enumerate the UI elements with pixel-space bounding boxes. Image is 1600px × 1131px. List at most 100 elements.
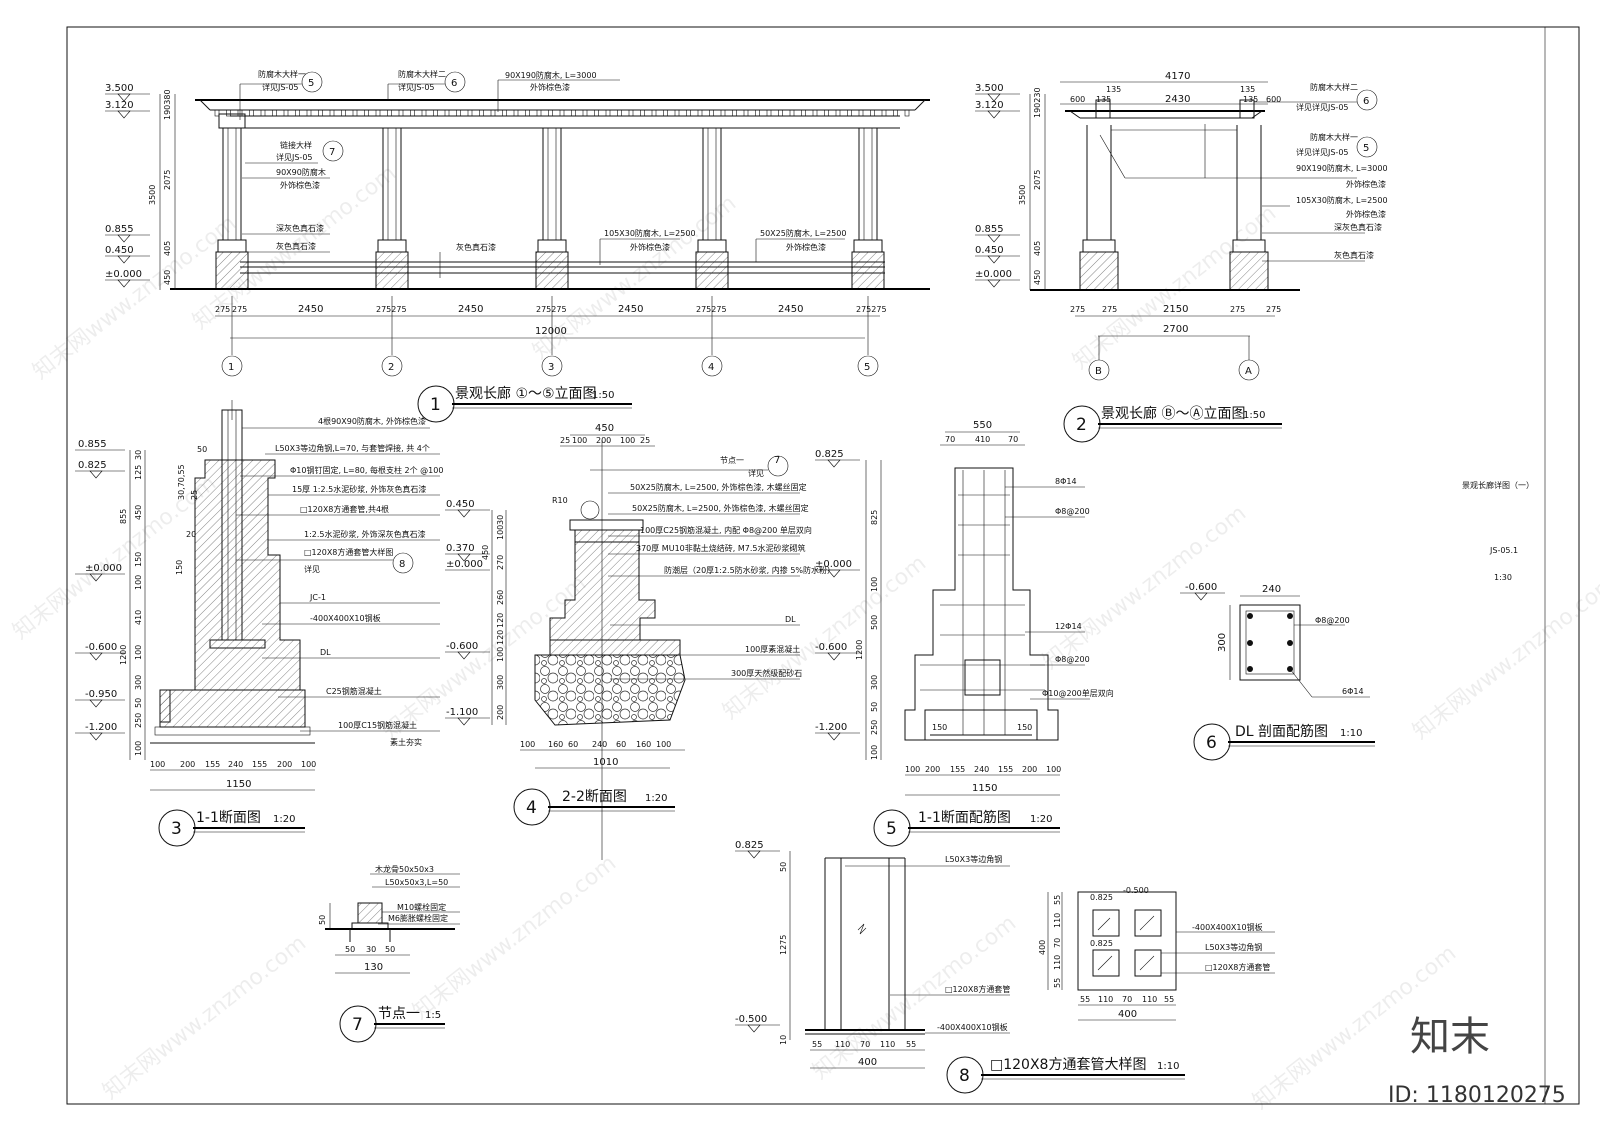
sec4-notes: 节点一 详见 7 50X25防腐木, L=2500, 外饰棕色漆, 木螺丝固定 … (590, 455, 835, 680)
svg-text:450: 450 (481, 545, 490, 560)
svg-text:130: 130 (364, 962, 383, 973)
svg-text:0.450: 0.450 (446, 499, 475, 510)
svg-text:□120X8方通套管,共4根: □120X8方通套管,共4根 (300, 504, 389, 514)
svg-text:105X30防腐木, L=2500: 105X30防腐木, L=2500 (1296, 195, 1388, 205)
svg-text:JC-1: JC-1 (309, 593, 326, 602)
view-7-node: 木龙骨50x50x3 L50x50x3,L=50 M10螺栓固定 M6膨胀螺栓固… (318, 864, 460, 1043)
svg-text:L50X3等边角钢: L50X3等边角钢 (945, 854, 1002, 864)
svg-text:□120X8方通套管: □120X8方通套管 (945, 984, 1010, 994)
rafter-end (479, 109, 484, 117)
svg-text:70: 70 (1008, 435, 1018, 444)
svg-text:3: 3 (171, 819, 182, 839)
svg-text:100: 100 (905, 765, 920, 774)
svg-text:外饰棕色漆: 外饰棕色漆 (1346, 179, 1386, 189)
svg-text:详见JS-05: 详见JS-05 (398, 82, 435, 92)
rafter-end (904, 109, 910, 117)
svg-text:405: 405 (1033, 241, 1042, 256)
view-1-elevation: 3.500 3.120 0.855 0.450 ±0.000 190380 20… (105, 69, 930, 423)
svg-text:400: 400 (1038, 940, 1047, 955)
svg-text:-0.600: -0.600 (815, 642, 847, 653)
svg-text:300厚天然级配砂石: 300厚天然级配砂石 (731, 668, 802, 678)
svg-text:50X25防腐木, L=2500: 50X25防腐木, L=2500 (760, 228, 846, 238)
rafter-end (249, 109, 254, 117)
rafter-end (548, 109, 553, 117)
sheet-title: 景观长廊详图（一） (1462, 480, 1534, 490)
svg-text:6: 6 (451, 78, 457, 89)
rafter-end (709, 109, 714, 117)
svg-text:200: 200 (180, 760, 195, 769)
svg-text:50: 50 (870, 702, 879, 712)
svg-text:110: 110 (880, 1040, 895, 1049)
rafter-end (398, 109, 404, 117)
axis-bubble-b (1088, 359, 1110, 381)
svg-text:120: 120 (496, 613, 505, 628)
svg-text:-0.950: -0.950 (85, 689, 117, 700)
posts (215, 128, 885, 290)
svg-text:2700: 2700 (1163, 324, 1188, 335)
svg-text:100: 100 (870, 577, 879, 592)
svg-text:200: 200 (496, 705, 505, 720)
rafter-end (214, 109, 220, 117)
svg-text:100: 100 (134, 741, 143, 756)
svg-text:160: 160 (548, 740, 563, 749)
svg-text:3500: 3500 (1018, 185, 1027, 205)
svg-text:70: 70 (1122, 995, 1132, 1004)
svg-text:知末网www.znzmo.com: 知末网www.znzmo.com (718, 551, 931, 725)
rafter-end (617, 109, 622, 117)
svg-text:3.500: 3.500 (975, 83, 1004, 94)
svg-text:855: 855 (119, 509, 128, 524)
rafter-end (433, 109, 438, 117)
svg-text:825: 825 (870, 510, 879, 525)
svg-text:50X25防腐木, L=2500, 外饰棕色漆, 木螺丝固定: 50X25防腐木, L=2500, 外饰棕色漆, 木螺丝固定 (632, 503, 809, 513)
svg-text:木龙骨50x50x3: 木龙骨50x50x3 (375, 864, 434, 874)
svg-text:6Φ14: 6Φ14 (1342, 687, 1364, 696)
svg-text:105X30防腐木, L=2500: 105X30防腐木, L=2500 (604, 228, 696, 238)
svg-text:1:5: 1:5 (425, 1010, 441, 1021)
svg-text:3.120: 3.120 (105, 100, 134, 111)
svg-text:25: 25 (190, 490, 199, 500)
svg-text:0.825: 0.825 (1090, 893, 1113, 902)
view-4-section: 450 25 100 200 100 25 0.450 0.370 ±0.000… (445, 423, 835, 860)
elev2-levels: 3.500 3.120 0.855 0.450 ±0.000 (975, 83, 1020, 288)
rafter-end (513, 109, 519, 117)
svg-text:200: 200 (596, 436, 611, 445)
svg-text:1:2.5水泥砂浆, 外饰深灰色真石漆: 1:2.5水泥砂浆, 外饰深灰色真石漆 (304, 529, 426, 539)
svg-text:防腐木大样二: 防腐木大样二 (1310, 82, 1358, 92)
axis-label: 5 (864, 362, 870, 373)
svg-text:景观长廊 ①～⑤立面图: 景观长廊 ①～⑤立面图 (455, 385, 597, 402)
svg-text:1200: 1200 (855, 640, 864, 660)
svg-text:3500: 3500 (148, 185, 157, 205)
svg-text:200: 200 (1022, 765, 1037, 774)
svg-text:详见详见JS-05: 详见详见JS-05 (1296, 147, 1349, 157)
svg-text:0.370: 0.370 (446, 543, 475, 554)
rafter-end (881, 109, 887, 117)
svg-text:0.450: 0.450 (105, 245, 134, 256)
rafter-end (525, 109, 530, 117)
svg-text:275: 275 (232, 305, 247, 314)
svg-text:外饰棕色漆: 外饰棕色漆 (280, 180, 320, 190)
svg-text:-0.600: -0.600 (85, 642, 117, 653)
svg-text:70: 70 (1053, 938, 1062, 948)
svg-text:1:20: 1:20 (645, 793, 667, 804)
svg-text:5: 5 (1363, 143, 1369, 154)
svg-text:7: 7 (329, 147, 335, 158)
svg-text:R10: R10 (552, 496, 568, 505)
svg-text:0.855: 0.855 (975, 224, 1004, 235)
rafter-end (260, 109, 266, 117)
svg-text:240: 240 (228, 760, 243, 769)
svg-text:275: 275 (1266, 305, 1281, 314)
svg-text:1150: 1150 (226, 779, 251, 790)
svg-text:190380: 190380 (163, 89, 172, 120)
svg-text:3.500: 3.500 (105, 83, 134, 94)
svg-text:2-2断面图: 2-2断面图 (562, 789, 627, 805)
svg-text:2450: 2450 (298, 304, 323, 315)
rafter-end (387, 109, 392, 117)
post-cap (853, 239, 883, 253)
svg-text:±0.000: ±0.000 (815, 559, 852, 570)
rafter-end (375, 109, 381, 117)
svg-text:55: 55 (1053, 978, 1062, 988)
elev2-notes: 防腐木大样二 详见详见JS-05 6 防腐木大样一 详见详见JS-05 5 90… (1099, 82, 1388, 262)
svg-text:0.825: 0.825 (78, 460, 107, 471)
post-cap (697, 239, 727, 253)
